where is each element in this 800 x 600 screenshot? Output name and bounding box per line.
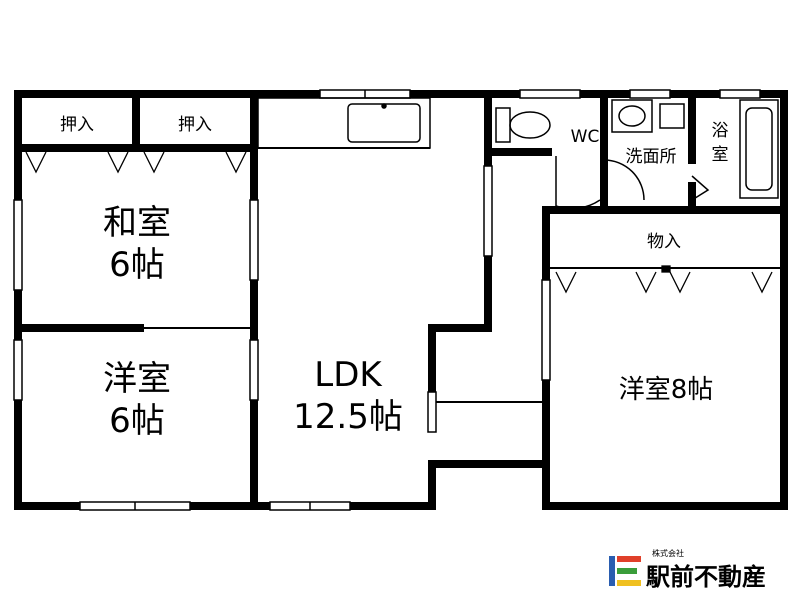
- wc-label: WC: [571, 127, 600, 147]
- closet-doors: [25, 151, 773, 294]
- toilet-tank: [495, 107, 511, 143]
- oshiire-label-1: 押入: [60, 115, 94, 135]
- toilet-bowl: [509, 111, 551, 139]
- washitsu-size: 6帖: [109, 245, 165, 285]
- ldk-size: 12.5帖: [293, 397, 403, 437]
- kitchen-counter: [257, 97, 431, 149]
- wc-door-swing: [555, 156, 601, 210]
- monoire-label: 物入: [647, 232, 681, 252]
- senmenjo-label: 洗面所: [626, 147, 677, 167]
- fixtures: [257, 97, 779, 210]
- kitchen-sink: [347, 103, 421, 143]
- washitsu-name: 和室: [103, 203, 171, 243]
- ldk-name: LDK: [314, 355, 383, 395]
- yokushitsu-label-1: 浴: [712, 121, 729, 141]
- company-tagline: 株式会社: [652, 548, 684, 558]
- windows: [13, 89, 761, 511]
- logo-mark-icon: [609, 556, 641, 586]
- oshiire-label-2: 押入: [178, 115, 212, 135]
- yoshitsu8-label: 洋室8帖: [619, 375, 714, 405]
- thin-walls: [140, 147, 780, 403]
- company-name: 駅前不動産: [646, 563, 766, 591]
- yoshitsu-size: 6帖: [109, 401, 165, 441]
- company-logo: 株式会社 駅前不動産: [609, 548, 766, 591]
- washbasin: [611, 99, 653, 133]
- yokushitsu-label-2: 室: [712, 145, 729, 165]
- bathtub: [739, 99, 779, 199]
- senmenjo-door-swing: [603, 159, 645, 201]
- yoshitsu-name: 洋室: [103, 359, 171, 399]
